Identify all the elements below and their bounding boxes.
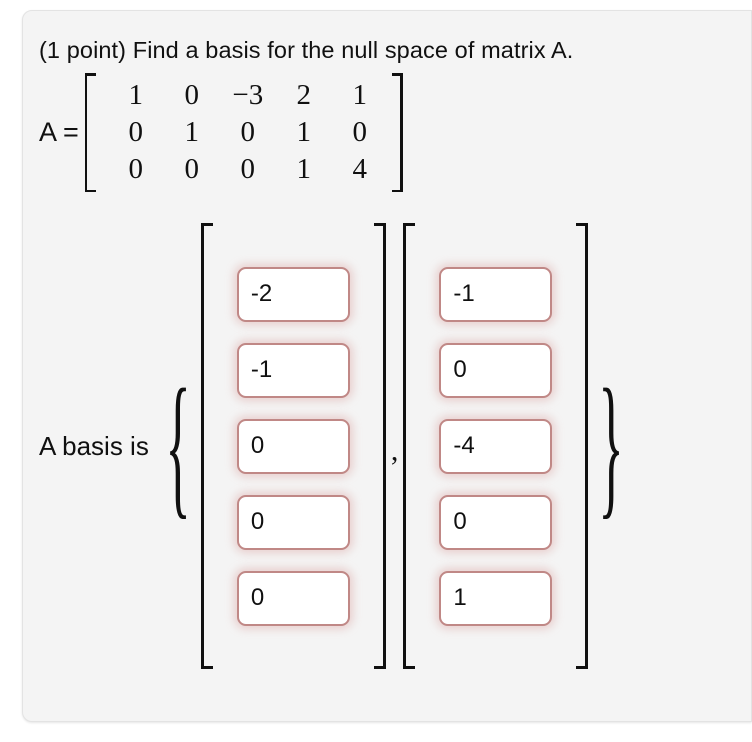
vector-1-left-bracket: [200, 223, 215, 669]
vector-1-input-5[interactable]: [236, 570, 350, 626]
matrix-cell-r1c2: 0: [184, 79, 200, 111]
problem-prompt: (1 point) Find a basis for the null spac…: [39, 37, 574, 63]
vector-1-input-1[interactable]: [236, 266, 350, 322]
problem-card: (1 point) Find a basis for the null spac…: [22, 10, 752, 722]
matrix-cell-r2c4: 1: [296, 116, 312, 149]
matrix-cell-r3c5: 4: [352, 153, 368, 186]
matrix-cell-r1c4: 2: [296, 79, 312, 111]
matrix-a-grid: 1 0 −3 2 1 0 1 0 1 0 0 0 0 1 4: [98, 73, 390, 192]
matrix-a-display: A = 1 0 −3 2 1 0 1 0 1 0 0 0 0 1 4: [39, 73, 403, 193]
matrix-left-bracket: [84, 73, 98, 193]
vector-2-input-2[interactable]: [439, 342, 553, 398]
vector-1-input-2[interactable]: [236, 342, 350, 398]
basis-vector-2: [403, 223, 589, 669]
vector-2-input-1[interactable]: [439, 266, 553, 322]
vector-2-right-bracket: [574, 223, 589, 669]
matrix-cell-r1c1: 1: [128, 79, 144, 111]
vector-2-input-5[interactable]: [439, 570, 553, 626]
matrix-a-label: A =: [39, 117, 79, 148]
matrix-cell-r2c5: 0: [352, 116, 368, 149]
vector-2-input-4[interactable]: [439, 494, 553, 550]
matrix-cell-r1c5: 1: [352, 79, 368, 111]
matrix-cell-r2c3: 0: [240, 116, 256, 149]
matrix-cell-r3c2: 0: [184, 153, 200, 186]
matrix-right-bracket: [390, 73, 403, 193]
matrix-cell-r2c1: 0: [128, 116, 144, 149]
matrix-cell-r3c3: 0: [240, 153, 256, 186]
matrix-cell-r2c2: 1: [184, 116, 200, 149]
vector-1-input-3[interactable]: [236, 418, 350, 474]
matrix-cell-r3c1: 0: [128, 153, 144, 186]
vector-separator-comma: ,: [390, 434, 399, 467]
vector-2-left-bracket: [403, 223, 417, 669]
matrix-cell-r3c4: 1: [296, 153, 312, 186]
vector-2-input-3[interactable]: [439, 418, 553, 474]
matrix-cell-r1c3: −3: [232, 79, 264, 111]
answer-row: A basis is { , }: [39, 216, 635, 676]
vector-1-input-4[interactable]: [236, 494, 350, 550]
vector-1-right-bracket: [372, 223, 386, 669]
vector-2-fields: [417, 223, 574, 669]
basis-vector-1: [200, 223, 386, 669]
vector-1-fields: [215, 223, 372, 669]
basis-label: A basis is: [39, 430, 149, 461]
